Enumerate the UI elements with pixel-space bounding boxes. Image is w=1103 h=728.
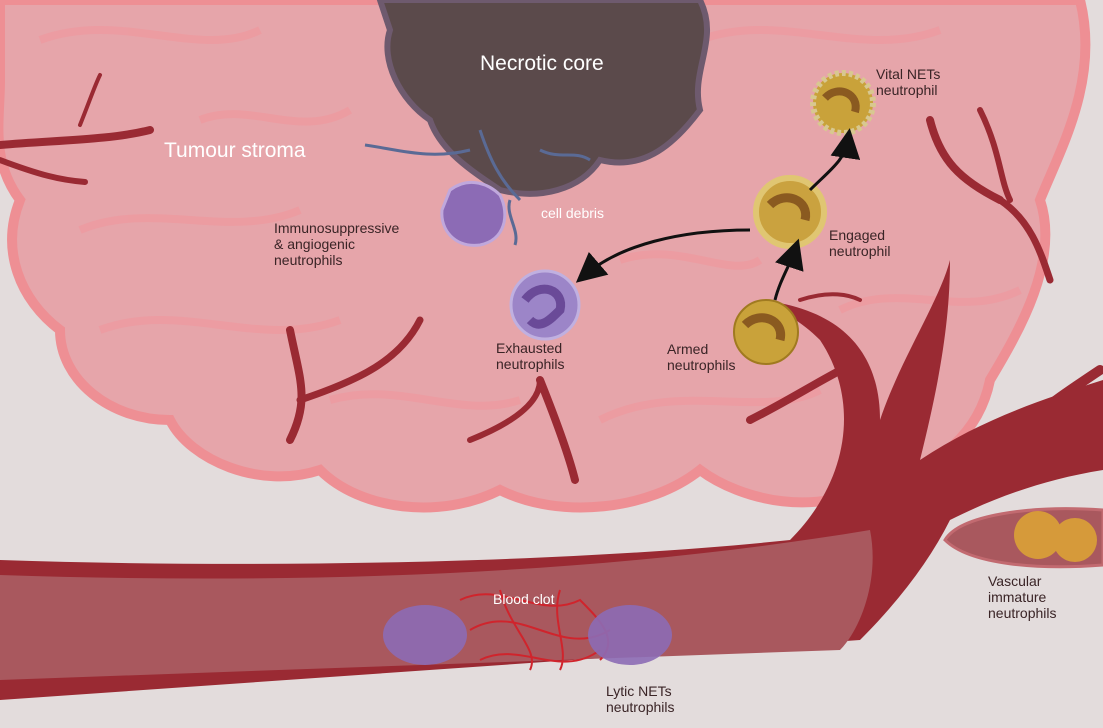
lytic-net-cell — [588, 605, 672, 665]
label-necrotic-core: Necrotic core — [480, 52, 604, 75]
label-vital-nets: Vital NETs neutrophil — [876, 66, 941, 98]
immature-neutrophil — [1053, 518, 1097, 562]
arrow-engaged-to-exhausted — [575, 228, 751, 283]
label-blood-clot: Blood clot — [493, 591, 555, 607]
label-cell-debris: cell debris — [541, 205, 605, 221]
label-tumour-stroma: Tumour stroma — [164, 139, 306, 162]
label-exhausted: Exhausted neutrophils — [496, 340, 565, 372]
armed-neutrophil — [733, 299, 799, 365]
immature-neutrophil — [1014, 511, 1062, 559]
label-immunosuppressive: Immunosuppressive & angiogenic neutrophi… — [274, 220, 400, 268]
tumour-folds — [38, 26, 1022, 424]
lytic-net-cell — [383, 605, 467, 665]
label-vascular-immature: Vascular immature neutrophils — [988, 573, 1057, 621]
label-armed: Armed neutrophils — [667, 341, 736, 373]
debris-fibres — [364, 129, 591, 246]
exhausted-neutrophil — [509, 269, 581, 341]
vital-net-neutrophil — [810, 70, 876, 136]
label-engaged: Engaged neutrophil — [829, 227, 891, 259]
arrow-armed-to-engaged — [773, 238, 804, 301]
immunosuppressive-neutrophil — [440, 180, 507, 247]
necrotic-core — [376, 0, 711, 197]
arrow-engaged-to-vital — [808, 128, 861, 192]
arrows — [575, 128, 861, 301]
label-lytic-nets: Lytic NETs neutrophils — [606, 683, 675, 715]
